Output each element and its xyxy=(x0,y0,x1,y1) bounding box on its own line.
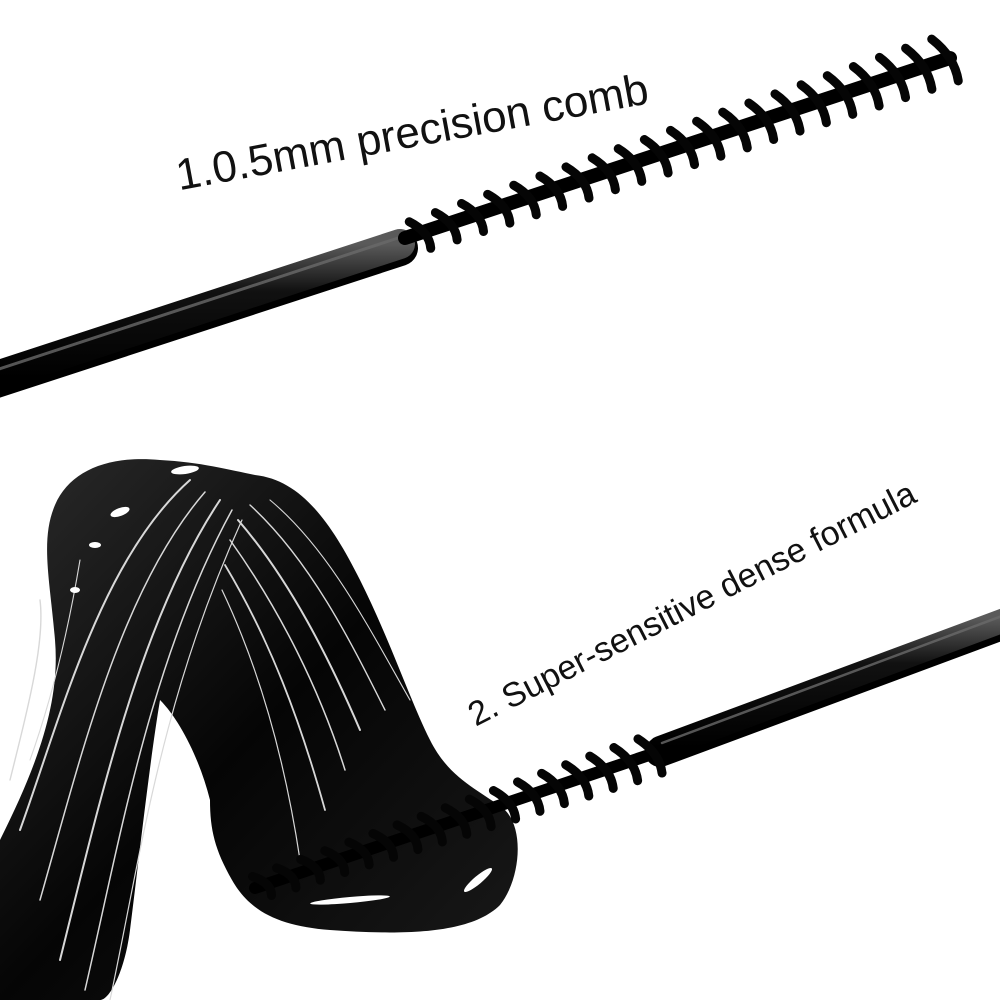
bristle xyxy=(585,751,618,793)
bristle xyxy=(613,144,647,186)
bristle xyxy=(483,189,515,228)
bristle xyxy=(440,803,472,839)
bristle xyxy=(770,89,805,136)
bristle xyxy=(456,198,489,237)
bristle xyxy=(430,208,462,245)
bristle xyxy=(639,135,673,178)
bristle xyxy=(488,786,521,824)
bristle xyxy=(272,863,301,893)
bristle xyxy=(296,854,325,885)
bristle xyxy=(633,734,667,778)
bristle xyxy=(368,829,399,862)
bristle xyxy=(874,52,911,103)
bristle xyxy=(392,820,423,855)
bristle xyxy=(796,80,831,128)
bristle xyxy=(927,34,963,86)
bristle xyxy=(404,217,436,253)
bristle xyxy=(416,811,447,847)
bristle xyxy=(718,107,752,153)
bristle xyxy=(509,180,541,220)
bristle xyxy=(901,43,937,94)
mascara-wand-icon xyxy=(0,34,963,398)
mascara-smear-icon xyxy=(0,459,518,1000)
bristle xyxy=(848,62,884,111)
bristle xyxy=(320,846,350,878)
mascara-wand-icon xyxy=(247,608,1000,900)
bristle xyxy=(744,98,779,144)
bristle xyxy=(464,794,496,832)
bristle xyxy=(665,125,700,170)
bristle xyxy=(822,71,858,119)
bristle xyxy=(344,837,374,870)
bristle xyxy=(513,777,545,816)
bristle xyxy=(692,116,726,161)
bristle xyxy=(587,153,620,195)
bristle xyxy=(561,760,594,801)
bristle xyxy=(247,872,277,900)
bristle xyxy=(537,768,569,809)
bristle xyxy=(535,171,568,211)
bristle xyxy=(609,743,643,786)
bristle xyxy=(561,162,594,203)
